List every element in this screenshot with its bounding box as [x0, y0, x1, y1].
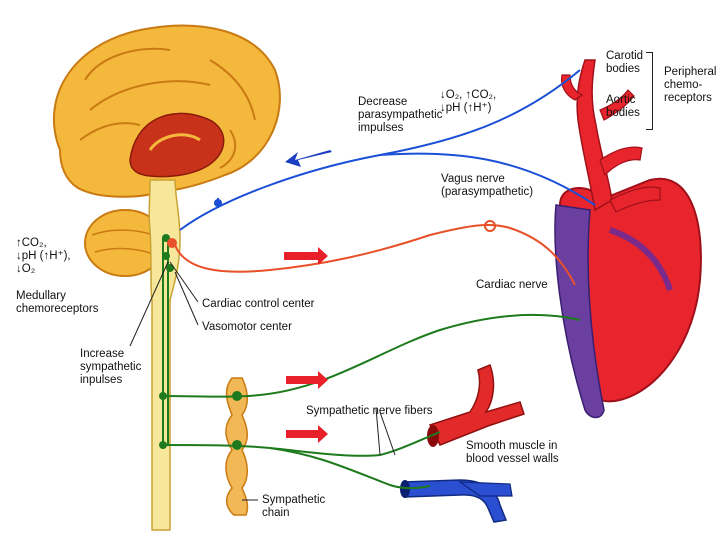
chemoreceptor-bracket [646, 52, 653, 130]
artery [427, 364, 525, 447]
cardiac-control-node [167, 238, 177, 248]
increase-arrow-red-1 [284, 247, 328, 265]
vagus-nerve-path [174, 223, 576, 286]
increase-arrow-red-2 [286, 371, 328, 389]
vagus-ganglion [484, 220, 496, 232]
label-cardiac-nerve: Cardiac nerve [476, 279, 548, 291]
leader-lines [129, 261, 396, 501]
label-gas-levels-left: ↑CO₂,↓pH (↑H⁺),↓O₂ [16, 237, 71, 275]
label-sympathetic-nerve-fibers: Sympathetic nerve fibers [306, 405, 433, 417]
vein [400, 479, 513, 523]
decrease-arrow-blue [285, 150, 332, 167]
increase-arrow-red-3 [286, 425, 328, 443]
label-vasomotor-center: Vasomotor center [202, 321, 292, 333]
spinal-cord [148, 179, 181, 531]
heart [554, 59, 702, 419]
label-gas-levels-right: ↓O₂, ↑CO₂,↓pH (↑H⁺) [440, 89, 497, 114]
label-vagus-nerve: Vagus nerve(parasympathetic) [441, 173, 534, 198]
blue-nerve-ganglion [214, 199, 222, 207]
label-cardiac-control-center: Cardiac control center [202, 298, 315, 310]
arrows [284, 150, 332, 443]
brain [52, 24, 281, 198]
